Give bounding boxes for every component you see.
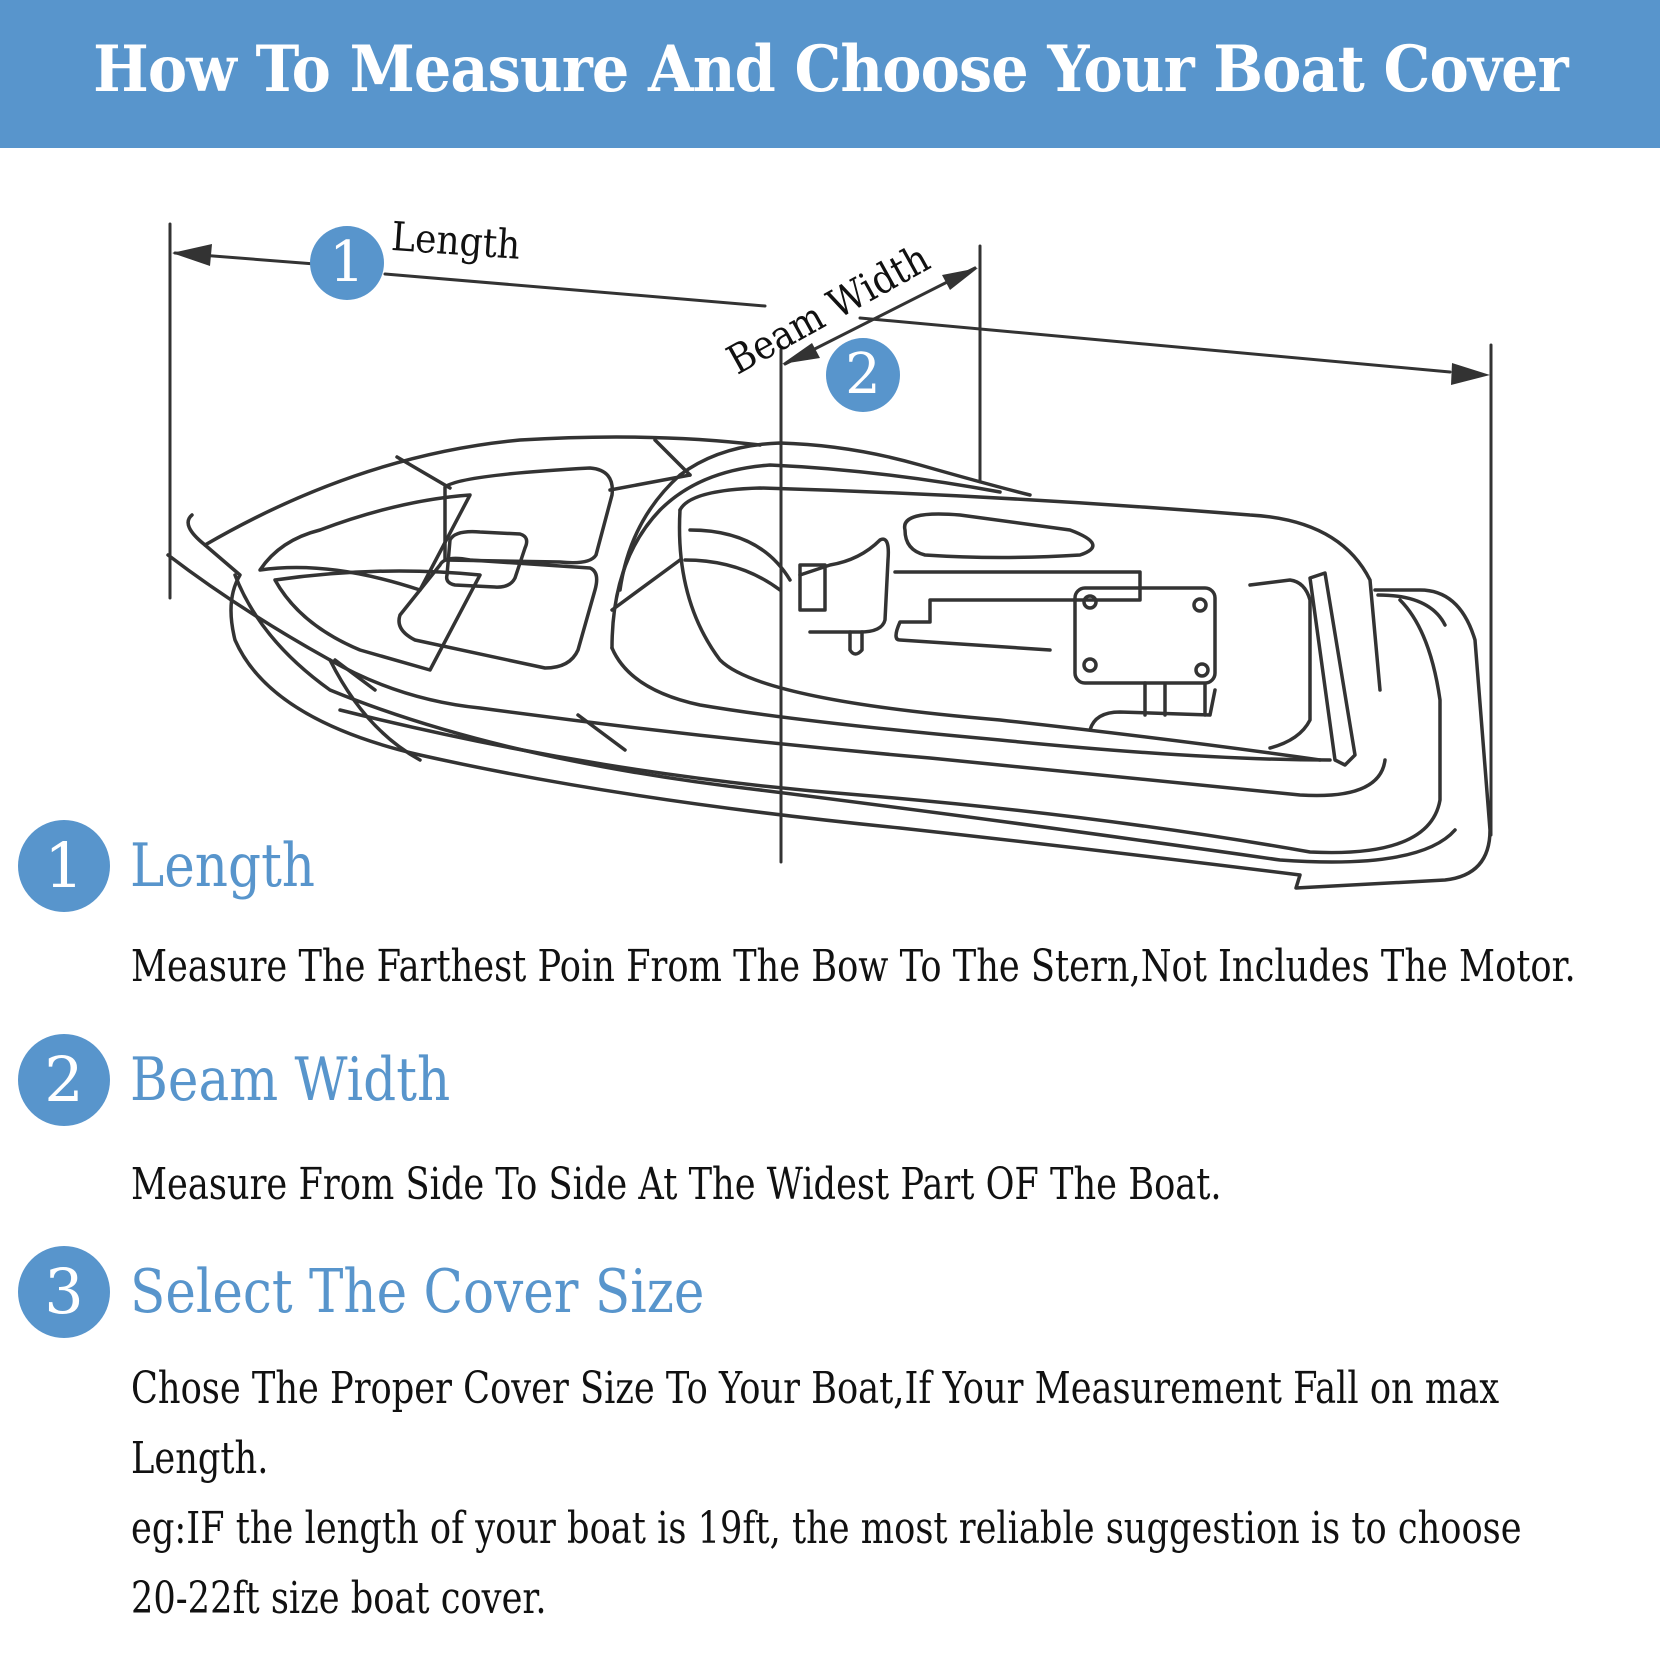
beam-width-number-badge: 2 <box>826 338 900 412</box>
step-heading: 1 Length <box>18 820 345 912</box>
step-title: Beam Width <box>130 1045 451 1115</box>
header-banner: How To Measure And Choose Your Boat Cove… <box>0 0 1660 148</box>
step-description: Measure The Farthest Poin From The Bow T… <box>131 932 1576 1002</box>
step-description-line: Chose The Proper Cover Size To Your Boat… <box>131 1363 1500 1414</box>
step-description-line: 20-22ft size boat cover. <box>131 1573 547 1624</box>
beam-dimension-lines <box>779 244 982 864</box>
boat-illustration <box>166 222 1493 890</box>
page-title: How To Measure And Choose Your Boat Cove… <box>92 31 1569 107</box>
step-title: Select The Cover Size <box>130 1257 705 1327</box>
step-title: Length <box>130 831 316 901</box>
step-description-line: Length. <box>131 1433 269 1484</box>
step-number-badge: 2 <box>18 1034 110 1126</box>
step-heading: 3 Select The Cover Size <box>18 1246 798 1338</box>
length-dimension-label: Length <box>389 214 522 269</box>
step-number-badge: 3 <box>18 1246 110 1338</box>
length-number-badge: 1 <box>310 226 384 300</box>
step-description-line: Measure From Side To Side At The Widest … <box>131 1159 1222 1210</box>
step-number-badge: 1 <box>18 820 110 912</box>
length-dimension-lines <box>168 222 1493 837</box>
boat-measurement-diagram: Length Beam Width 1 2 <box>0 148 1660 908</box>
step-heading: 2 Beam Width <box>18 1034 502 1126</box>
hull-outline <box>186 513 1492 890</box>
step-description: Measure From Side To Side At The Widest … <box>131 1150 1222 1220</box>
step-description-line: eg:IF the length of your boat is 19ft, t… <box>131 1503 1522 1554</box>
step-description-line: Measure The Farthest Poin From The Bow T… <box>131 941 1576 992</box>
step-description: Chose The Proper Cover Size To Your Boat… <box>131 1354 1522 1634</box>
